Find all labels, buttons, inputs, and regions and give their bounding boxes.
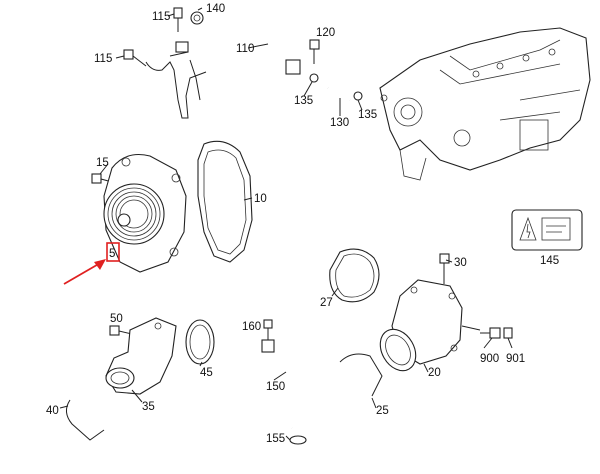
highlight-arrow [63,259,106,285]
label-120: 120 [316,27,335,39]
label-135-b: 135 [358,109,377,121]
bolt-30[interactable] [439,253,450,284]
seal-ring-45[interactable] [185,319,215,365]
label-160: 160 [242,321,261,333]
bolt-120[interactable] [309,39,320,64]
bolt-160[interactable] [263,319,273,342]
engine-block [379,27,591,181]
label-130: 130 [330,117,349,129]
label-15: 15 [96,157,109,169]
clamp-140[interactable] [190,11,204,25]
label-35: 35 [142,401,155,413]
label-27: 27 [320,297,333,309]
gasket-10[interactable] [197,140,253,263]
clip-135-b[interactable] [353,91,363,101]
bolt-115-top[interactable] [173,7,183,32]
housing-35[interactable] [105,317,177,395]
clip-901[interactable] [503,327,513,339]
label-901: 901 [506,353,525,365]
label-30: 30 [454,257,467,269]
label-50: 50 [110,313,123,325]
part-labels: 115 140 115 110 120 135 130 135 15 10 5 … [46,3,559,445]
bolt-115-left[interactable] [123,49,147,67]
label-150: 150 [266,381,285,393]
highlight-box [106,242,120,262]
bracket[interactable] [145,51,207,119]
bolt-50[interactable] [109,325,133,336]
label-115-left: 115 [94,53,112,65]
hose-130[interactable] [327,86,351,102]
water-pump-5[interactable] [103,153,187,273]
pipe-150[interactable] [261,339,294,429]
label-900: 900 [480,353,499,365]
warning-label-145[interactable] [511,209,583,251]
label-40: 40 [46,405,59,417]
thermostat-housing-20[interactable] [373,279,481,377]
label-20: 20 [428,367,441,379]
label-145: 145 [540,255,559,267]
label-115-top: 115 [152,11,170,23]
label-45: 45 [200,367,213,379]
clip-135-a[interactable] [309,73,319,83]
label-155: 155 [266,433,285,445]
leader-lines [59,7,513,441]
label-135-a: 135 [294,95,313,107]
spring-clip-40[interactable] [66,399,105,441]
seal-ring-155[interactable] [289,435,307,445]
label-140: 140 [206,3,225,15]
seal-ring-27[interactable] [329,248,380,303]
label-25: 25 [376,405,389,417]
label-5: 5 [109,248,115,260]
label-10: 10 [254,193,267,205]
label-110: 110 [236,43,254,55]
pipe-110[interactable] [175,10,301,75]
sensor-900[interactable] [480,327,501,339]
spring-clip-25[interactable] [339,353,383,397]
